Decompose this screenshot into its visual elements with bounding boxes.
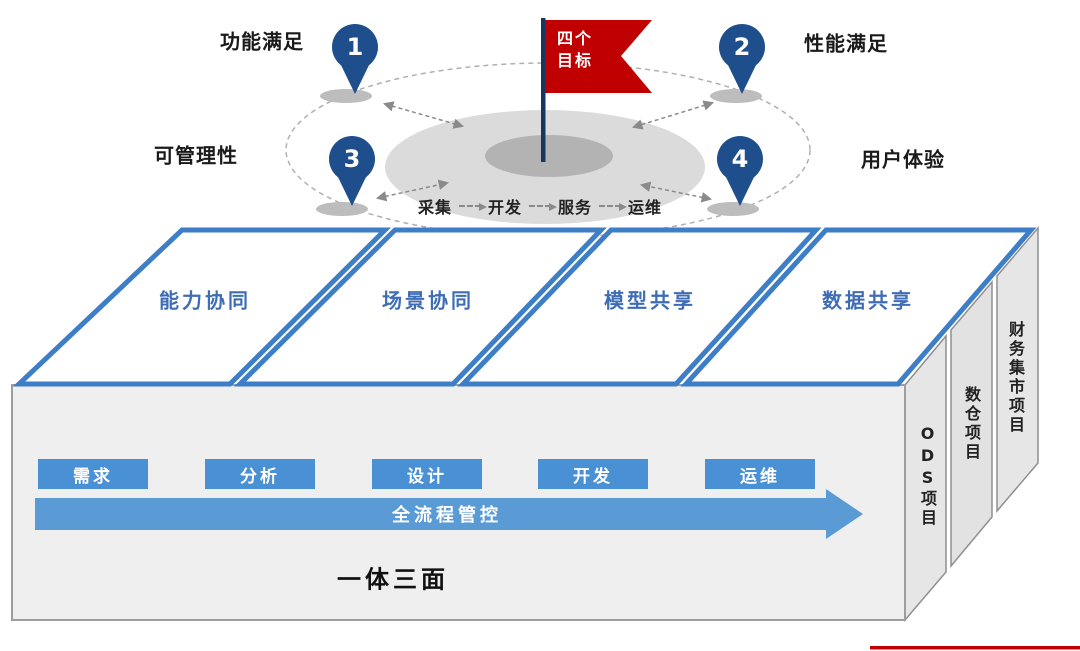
top-panel-label-4: 数据共享 [822, 288, 914, 313]
side-project-label-1: ODS项目 [918, 424, 937, 528]
flag-pole [541, 18, 546, 162]
pin-1-label: 功能满足 [220, 29, 304, 54]
caption: 一体三面 [337, 565, 449, 594]
process-step-service: 服务 [558, 198, 593, 217]
flow-arrow-label: 全流程管控 [392, 505, 502, 526]
top-panel-label-2: 场景协同 [382, 288, 474, 313]
top-panel-1 [12, 227, 392, 387]
top-panel-label-3: 模型共享 [604, 288, 696, 313]
top-panel-label-1: 能力协同 [159, 288, 251, 313]
flag-title-line1: 四个 [557, 29, 594, 48]
connector-line-3 [375, 179, 450, 202]
stage-box-design: 设计 [372, 459, 482, 489]
top-panel-3 [457, 227, 822, 387]
pin-1-shadow [320, 89, 372, 103]
bottom-accent-line [870, 646, 1080, 650]
pin-4-number: 4 [731, 145, 749, 173]
flow-arrow [35, 489, 863, 539]
pin-1-number: 1 [346, 33, 364, 61]
top-panel-4 [680, 227, 1037, 387]
top-panel-2 [233, 227, 607, 387]
pin-3-icon [329, 136, 375, 206]
side-project-label-2: 数仓项目 [962, 386, 981, 462]
pin-3-number: 3 [343, 145, 361, 173]
pin-2-shadow [710, 89, 762, 103]
flag-icon [545, 20, 652, 93]
process-step-develop: 开发 [487, 198, 522, 217]
pin-4-icon [717, 136, 763, 206]
pin-2-icon [719, 24, 765, 94]
process-step-collect: 采集 [417, 198, 452, 217]
stage-box-analysis: 分析 [205, 459, 315, 489]
pin-3-label: 可管理性 [154, 143, 238, 168]
stage-box-operations: 运维 [705, 459, 815, 489]
dashed-arrow-icon [599, 203, 628, 211]
flag-title-line2: 目标 [557, 51, 594, 70]
pin-4-label: 用户体验 [861, 147, 945, 172]
side-slab-2 [950, 279, 993, 569]
dashed-arrow-icon [458, 203, 487, 211]
pin-2-label: 性能满足 [804, 31, 888, 56]
process-step-ops: 运维 [628, 198, 663, 217]
flag-title: 四个 目标 [557, 28, 593, 72]
process-flow: 采集 开发 服务 运维 [418, 194, 662, 218]
side-slab-3 [996, 225, 1039, 514]
dashed-arrow-icon [529, 203, 557, 211]
pin-1-icon [332, 24, 378, 94]
stage-box-development: 开发 [538, 459, 648, 489]
pin-2-number: 2 [733, 33, 751, 61]
pin-4-shadow [707, 202, 759, 216]
connector-line-4 [639, 181, 713, 203]
connector-line-1 [382, 101, 465, 129]
stage-box-requirements: 需求 [38, 459, 148, 489]
side-project-label-3: 财务集市项目 [1006, 321, 1025, 435]
center-blob-inner [485, 135, 613, 177]
pin-3-shadow [316, 202, 368, 216]
